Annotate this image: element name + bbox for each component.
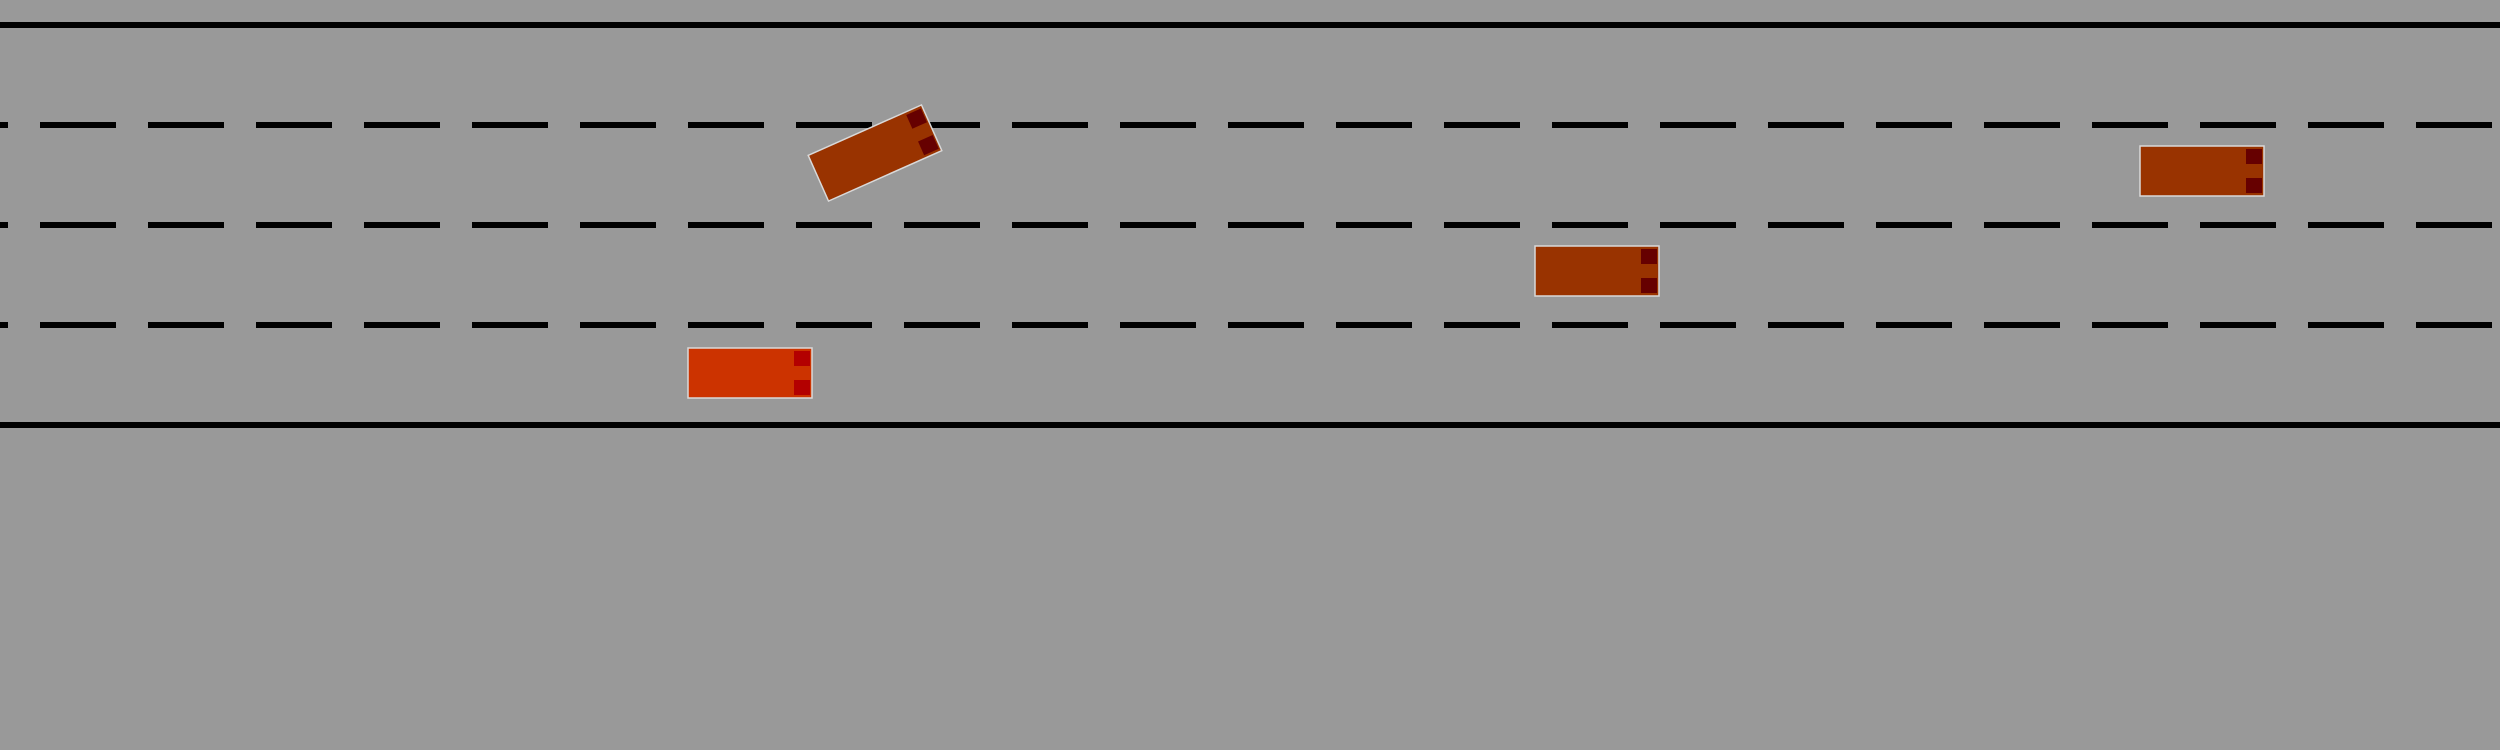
headlight-icon — [906, 108, 927, 129]
headlight-icon — [1641, 249, 1657, 264]
vehicle-body — [2139, 145, 2265, 197]
vehicle-body — [807, 103, 943, 203]
vehicle-body — [687, 347, 813, 399]
headlight-icon — [1641, 278, 1657, 293]
vehicle-body — [1534, 245, 1660, 297]
headlight-icon — [2246, 149, 2262, 164]
headlight-icon — [794, 351, 810, 366]
headlight-icon — [918, 134, 939, 156]
headlight-icon — [794, 380, 810, 395]
other-vehicle — [807, 103, 943, 203]
headlight-icon — [2246, 178, 2262, 193]
ego-vehicle — [687, 347, 813, 399]
other-vehicle — [2139, 145, 2265, 197]
other-vehicle — [1534, 245, 1660, 297]
